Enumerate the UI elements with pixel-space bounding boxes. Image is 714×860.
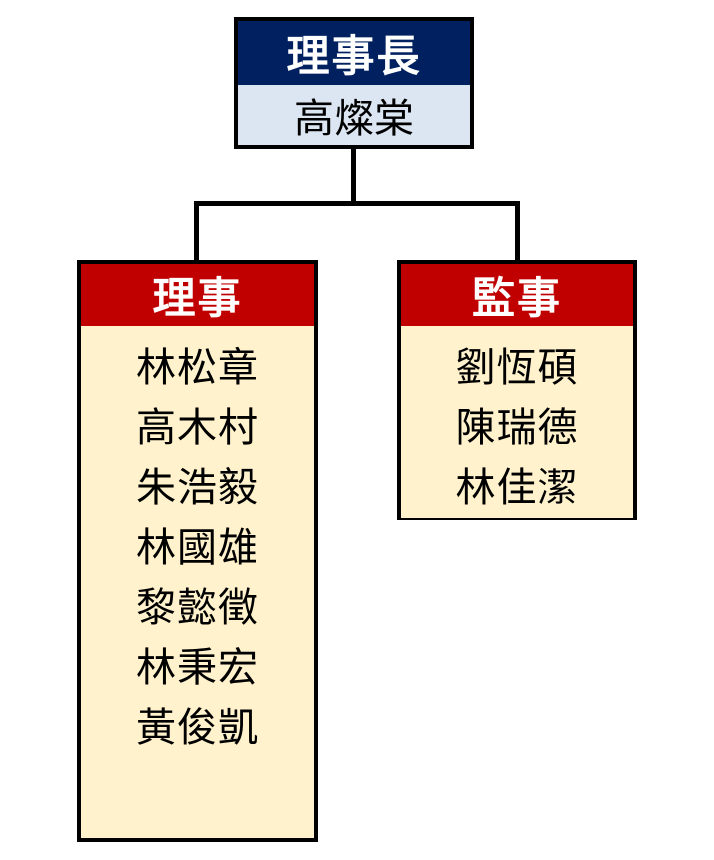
member-name: 林松章 <box>136 346 259 390</box>
member-name: 陳瑞德 <box>455 406 579 450</box>
connector-horizontal <box>194 201 520 206</box>
member-name: 黎懿徵 <box>136 586 259 630</box>
supervisors-box: 監事 劉恆碩陳瑞德林佳潔 <box>397 260 637 520</box>
chairman-box: 理事長 高燦棠 <box>234 17 474 149</box>
directors-title: 理事 <box>81 264 314 326</box>
member-name: 黃俊凱 <box>136 706 259 750</box>
chairman-name: 高燦棠 <box>238 85 470 145</box>
connector-vertical-left <box>194 201 199 262</box>
member-name: 林國雄 <box>136 526 259 570</box>
member-name: 高木村 <box>136 406 259 450</box>
connector-vertical-top <box>351 148 356 203</box>
member-name: 林佳潔 <box>455 466 579 510</box>
directors-member-list: 林松章高木村朱浩毅林國雄黎懿徵林秉宏黃俊凱 <box>81 326 314 838</box>
supervisors-title: 監事 <box>401 264 633 326</box>
connector-vertical-right <box>515 201 520 262</box>
member-name: 林秉宏 <box>136 646 259 690</box>
member-name: 劉恆碩 <box>455 346 579 390</box>
chairman-title: 理事長 <box>238 21 470 85</box>
directors-box: 理事 林松章高木村朱浩毅林國雄黎懿徵林秉宏黃俊凱 <box>77 260 318 842</box>
member-name: 朱浩毅 <box>136 466 259 510</box>
supervisors-member-list: 劉恆碩陳瑞德林佳潔 <box>401 326 633 518</box>
